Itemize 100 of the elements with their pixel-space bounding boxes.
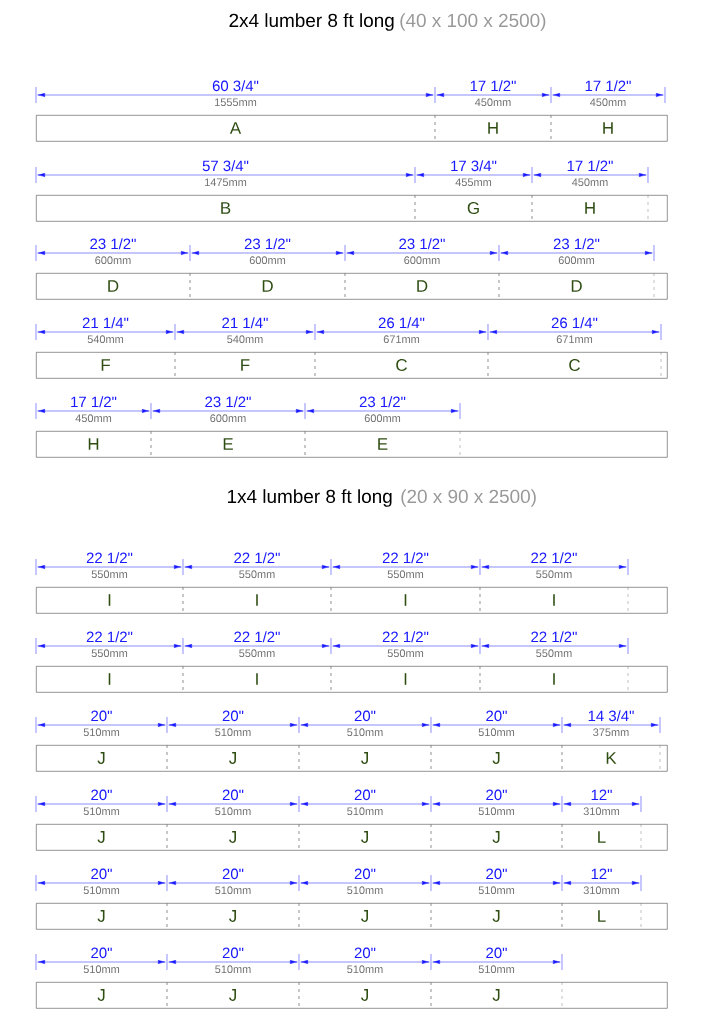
dimension-label: 550mm [91, 649, 128, 658]
dimension-label: 22 1/2" [234, 631, 280, 643]
piece-label: J [492, 989, 500, 1001]
piece-label: D [417, 280, 428, 292]
piece-label: I [108, 594, 111, 606]
dimension-label: 510mm [83, 728, 120, 737]
piece-label: I [256, 673, 258, 685]
piece-label: H [603, 122, 613, 134]
piece-label: J [97, 831, 105, 843]
piece-label: J [361, 831, 368, 843]
dimension-label: 23 1/2" [399, 238, 445, 250]
dimension-label: 20" [91, 868, 112, 880]
dimension-label: 510mm [83, 965, 120, 974]
piece-label: C [396, 359, 407, 371]
dimension-label: 23 1/2" [205, 396, 251, 408]
dimension-label: 20" [354, 947, 376, 959]
board-bar [36, 666, 668, 693]
piece-label: J [361, 752, 368, 764]
dimension-label: 26 1/4" [551, 317, 598, 329]
dimension-label: 510mm [478, 728, 515, 737]
dimension-label: 22 1/2" [86, 552, 133, 564]
piece-label: H [88, 438, 99, 450]
dimension-label: 23 1/2" [90, 238, 136, 250]
dimension-label: 550mm [387, 649, 424, 658]
board-bar [36, 431, 668, 458]
dimension-label: 20" [222, 947, 244, 959]
dimension-label: 22 1/2" [86, 631, 133, 643]
dimension-label: 450mm [75, 414, 112, 423]
dimension-label: 550mm [536, 570, 572, 579]
dimension-label: 510mm [215, 965, 251, 974]
board-bar [36, 587, 668, 614]
dimension-label: 12" [591, 868, 612, 879]
piece-label: I [108, 673, 111, 685]
heading: (20 x 90 x 2500) [401, 489, 536, 507]
heading: 2x4 lumber 8 ft long [229, 13, 394, 31]
piece-label: J [97, 910, 105, 922]
dimension-label: 510mm [215, 728, 251, 737]
piece-label: J [229, 910, 236, 922]
dimension-label: 20" [486, 947, 507, 959]
dimension-label: 22 1/2" [234, 552, 280, 564]
board-bar [36, 824, 668, 851]
dimension-label: 22 1/2" [382, 631, 429, 643]
dimension-label: 600mm [404, 256, 440, 265]
dimension-label: 600mm [364, 414, 401, 423]
piece-label: E [223, 438, 233, 450]
dimension-label: 22 1/2" [531, 552, 577, 564]
dimension-label: 375mm [593, 728, 629, 737]
dimension-label: 21 1/4" [82, 317, 129, 329]
dimension-label: 22 1/2" [382, 552, 429, 564]
board-bar [36, 982, 668, 1009]
piece-label: D [108, 280, 119, 292]
dimension-label: 510mm [83, 886, 120, 895]
dimension-label: 540mm [87, 335, 124, 344]
dimension-label: 23 1/2" [359, 396, 406, 408]
piece-label: H [488, 122, 498, 134]
dimension-label: 20" [222, 868, 244, 880]
dimension-label: 310mm [583, 807, 620, 816]
heading: 1x4 lumber 8 ft long [228, 489, 392, 507]
dimension-label: 20" [222, 789, 244, 801]
piece-label: D [571, 280, 582, 292]
piece-label: I [404, 673, 407, 685]
dimension-label: 20" [354, 710, 376, 722]
piece-label: A [229, 122, 242, 134]
piece-label: I [553, 594, 555, 606]
board-bar [36, 903, 668, 930]
dimension-label: 12" [591, 789, 612, 800]
piece-label: L [598, 910, 606, 922]
dimension-label: 510mm [347, 728, 383, 737]
dimension-label: 550mm [387, 570, 424, 579]
dimension-label: 550mm [536, 649, 572, 658]
dimension-label: 20" [91, 947, 112, 959]
dimension-label: 17 1/2" [470, 80, 516, 92]
piece-label: J [492, 910, 500, 922]
dimension-label: 600mm [249, 256, 286, 265]
dimension-label: 510mm [83, 807, 120, 816]
dimension-label: 20" [354, 868, 376, 880]
dimension-label: 600mm [95, 256, 131, 265]
board-bar [36, 352, 668, 379]
dimension-label: 20" [486, 789, 507, 801]
dimension-label: 20" [486, 710, 507, 722]
piece-label: B [221, 202, 231, 214]
dimension-label: 20" [91, 789, 112, 801]
dimension-label: 17 3/4" [451, 160, 497, 172]
piece-label: G [467, 202, 479, 214]
dimension-label: 510mm [347, 807, 383, 816]
dimension-label: 20" [486, 868, 507, 880]
dimension-label: 671mm [556, 335, 593, 344]
piece-label: I [404, 594, 407, 606]
dimension-label: 510mm [215, 807, 251, 816]
dimension-label: 550mm [239, 649, 275, 658]
dimension-label: 23 1/2" [244, 238, 291, 250]
dimension-label: 60 3/4" [212, 80, 259, 92]
dimension-label: 20" [91, 710, 112, 722]
dimension-label: 23 1/2" [553, 238, 600, 250]
dimension-label: 510mm [215, 886, 251, 895]
piece-label: F [241, 359, 250, 371]
dimension-label: 510mm [347, 886, 383, 895]
dimension-label: 540mm [227, 335, 263, 344]
piece-label: J [229, 831, 236, 843]
dimension-label: 550mm [239, 570, 275, 579]
